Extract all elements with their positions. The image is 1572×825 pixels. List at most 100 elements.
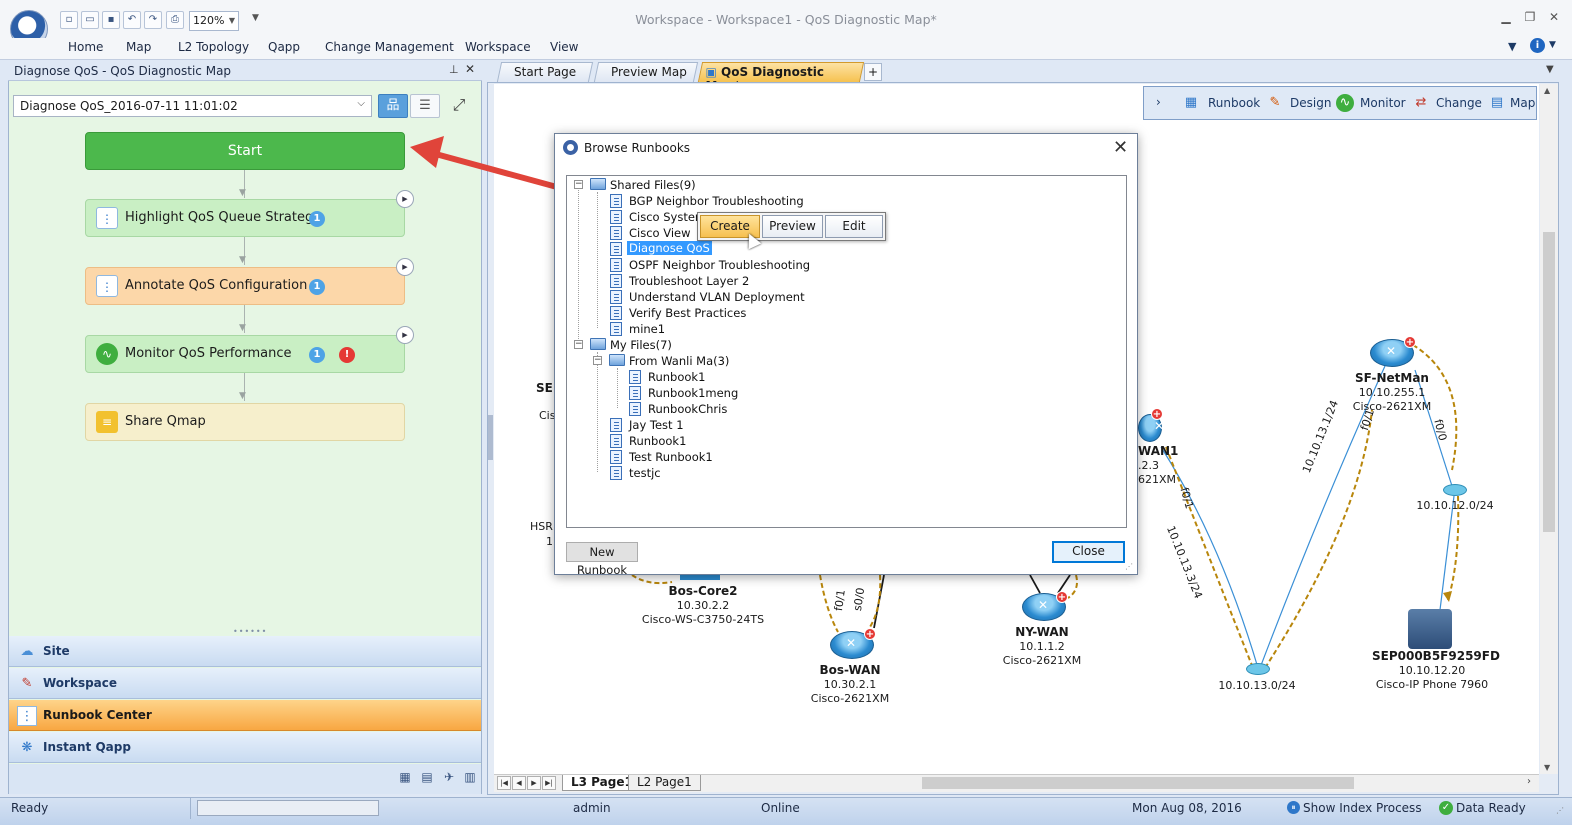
- device-name[interactable]: Bos-Core2: [668, 584, 738, 598]
- collapse-toggle[interactable]: −: [574, 179, 583, 189]
- toolbar-monitor[interactable]: Monitor: [1360, 96, 1406, 110]
- panel-splitter[interactable]: ••••••: [233, 627, 268, 636]
- ribbon-collapse-icon[interactable]: ▼: [1508, 40, 1517, 53]
- tree-item[interactable]: testjc: [629, 466, 661, 480]
- panel-collapse-handle[interactable]: [488, 415, 493, 460]
- ip-phone-icon[interactable]: [1408, 609, 1452, 649]
- device-name[interactable]: NY-WAN: [1015, 625, 1069, 639]
- new-file-icon[interactable]: ▫: [60, 11, 78, 29]
- fullscreen-icon[interactable]: ⤢: [452, 95, 466, 114]
- tree-item[interactable]: Runbook1: [629, 434, 687, 448]
- help-icon[interactable]: i: [1530, 38, 1545, 53]
- new-runbook-button[interactable]: New Runbook: [566, 542, 638, 577]
- redo-icon[interactable]: ↷: [144, 11, 162, 29]
- edit-button[interactable]: Edit: [825, 215, 883, 238]
- tree-item[interactable]: Jay Test 1: [629, 418, 684, 432]
- tab-list-icon[interactable]: ▼: [1546, 64, 1554, 75]
- runbook-small-icon[interactable]: ✈: [443, 770, 455, 784]
- minimize-icon[interactable]: ▁: [1501, 10, 1511, 24]
- tree-item[interactable]: Cisco View: [629, 226, 691, 240]
- site-small-icon[interactable]: ▦: [399, 770, 411, 784]
- node-monitor-qos[interactable]: ∿ Monitor QoS Performance 1 !: [85, 335, 405, 373]
- subnet-icon[interactable]: [1246, 663, 1270, 675]
- last-page-icon[interactable]: ▶|: [542, 776, 556, 790]
- menu-home[interactable]: Home: [68, 40, 104, 54]
- page-tab-l2[interactable]: L2 Page1: [628, 775, 701, 791]
- play-step-button[interactable]: ▶: [396, 190, 414, 208]
- node-highlight-qos[interactable]: ⋮ Highlight QoS Queue Strategy 1: [85, 199, 405, 237]
- resize-grip[interactable]: ⋰: [1125, 562, 1133, 571]
- tree-folder-my-files[interactable]: My Files(7): [610, 338, 672, 352]
- tree-item[interactable]: Runbook1meng: [648, 386, 739, 400]
- device-name[interactable]: SF-NetMan: [1355, 371, 1429, 385]
- tree-item[interactable]: OSPF Neighbor Troubleshooting: [629, 258, 811, 272]
- tree-item[interactable]: mine1: [629, 322, 666, 336]
- create-button[interactable]: Create: [700, 215, 760, 238]
- tree-item[interactable]: Troubleshoot Layer 2: [629, 274, 750, 288]
- toolbar-change[interactable]: Change: [1436, 96, 1482, 110]
- tree-folder-wanli[interactable]: From Wanli Ma(3): [629, 354, 730, 368]
- scroll-right-icon[interactable]: ›: [1527, 776, 1531, 787]
- prev-page-icon[interactable]: ◀: [512, 776, 526, 790]
- collapse-toggle[interactable]: −: [593, 355, 602, 365]
- toolbar-design[interactable]: Design: [1290, 96, 1332, 110]
- start-node[interactable]: Start: [85, 132, 405, 170]
- device-name[interactable]: WAN1: [1138, 444, 1179, 458]
- next-page-icon[interactable]: ▶: [527, 776, 541, 790]
- print-icon[interactable]: ⎙: [166, 11, 184, 29]
- menu-view[interactable]: View: [550, 40, 579, 54]
- close-button[interactable]: Close: [1052, 541, 1125, 563]
- zoom-dropdown[interactable]: 120%▼: [189, 11, 239, 31]
- node-share-qmap[interactable]: ≡ Share Qmap: [85, 403, 405, 441]
- nav-instant-qapp[interactable]: ❋ Instant Qapp: [9, 732, 481, 763]
- menu-workspace[interactable]: Workspace: [465, 40, 531, 54]
- close-window-icon[interactable]: ✕: [1548, 10, 1560, 24]
- qat-customize-icon[interactable]: ▼: [252, 13, 259, 23]
- help-dropdown-icon[interactable]: ▼: [1549, 40, 1556, 50]
- menu-l2-topology[interactable]: L2 Topology: [178, 40, 250, 54]
- list-view-button[interactable]: ☰: [410, 94, 440, 118]
- nav-workspace[interactable]: ✎ Workspace: [9, 668, 481, 699]
- tree-item[interactable]: Understand VLAN Deployment: [629, 290, 805, 304]
- tree-item[interactable]: Runbook1: [648, 370, 706, 384]
- save-icon[interactable]: ▪: [102, 11, 120, 29]
- tree-item-selected[interactable]: Diagnose QoS: [627, 241, 712, 255]
- flow-view-button[interactable]: 品: [378, 94, 408, 118]
- toolbar-runbook[interactable]: Runbook: [1208, 96, 1261, 110]
- node-annotate-qos[interactable]: ⋮ Annotate QoS Configuration 1: [85, 267, 405, 305]
- tree-item[interactable]: BGP Neighbor Troubleshooting: [629, 194, 804, 208]
- nav-site[interactable]: ☁ Site: [9, 636, 481, 667]
- scroll-up-icon[interactable]: ▲: [1544, 86, 1551, 95]
- first-page-icon[interactable]: |◀: [497, 776, 511, 790]
- runbook-select[interactable]: Diagnose QoS_2016-07-11 11:01:02⌵: [13, 95, 372, 117]
- close-dialog-icon[interactable]: ✕: [1113, 137, 1129, 158]
- play-step-button[interactable]: ▶: [396, 326, 414, 344]
- index-process-icon[interactable]: ⏸: [1287, 801, 1300, 814]
- close-panel-icon[interactable]: ✕: [465, 62, 476, 76]
- horizontal-scroll-thumb[interactable]: [922, 777, 1354, 789]
- menu-change-management[interactable]: Change Management: [325, 40, 454, 54]
- tree-folder-shared[interactable]: Shared Files(9): [610, 178, 696, 192]
- workspace-small-icon[interactable]: ▤: [421, 770, 433, 784]
- device-name[interactable]: SEP000B5F9259FD: [1372, 649, 1500, 663]
- add-tab-button[interactable]: +: [864, 63, 882, 81]
- status-grip[interactable]: ⋰: [1556, 806, 1564, 815]
- tree-item[interactable]: Cisco System D: [629, 210, 719, 224]
- menu-map[interactable]: Map: [126, 40, 152, 54]
- tree-item[interactable]: Verify Best Practices: [629, 306, 747, 320]
- open-folder-icon[interactable]: ▭: [81, 11, 99, 29]
- collapse-toggle[interactable]: −: [574, 339, 583, 349]
- maximize-icon[interactable]: ❐: [1524, 10, 1536, 24]
- vertical-scroll-thumb[interactable]: [1543, 232, 1555, 532]
- menu-qapp[interactable]: Qapp: [268, 40, 301, 54]
- switch-icon[interactable]: [680, 574, 720, 580]
- qapp-small-icon[interactable]: ▥: [464, 770, 476, 784]
- device-name[interactable]: Bos-WAN: [819, 663, 881, 677]
- preview-button[interactable]: Preview: [762, 215, 823, 238]
- show-index-process-link[interactable]: Show Index Process: [1303, 801, 1422, 815]
- pin-icon[interactable]: ⊥: [449, 63, 459, 76]
- scroll-down-icon[interactable]: ▼: [1544, 763, 1551, 772]
- tree-item[interactable]: RunbookChris: [648, 402, 728, 416]
- undo-icon[interactable]: ↶: [123, 11, 141, 29]
- play-step-button[interactable]: ▶: [396, 258, 414, 276]
